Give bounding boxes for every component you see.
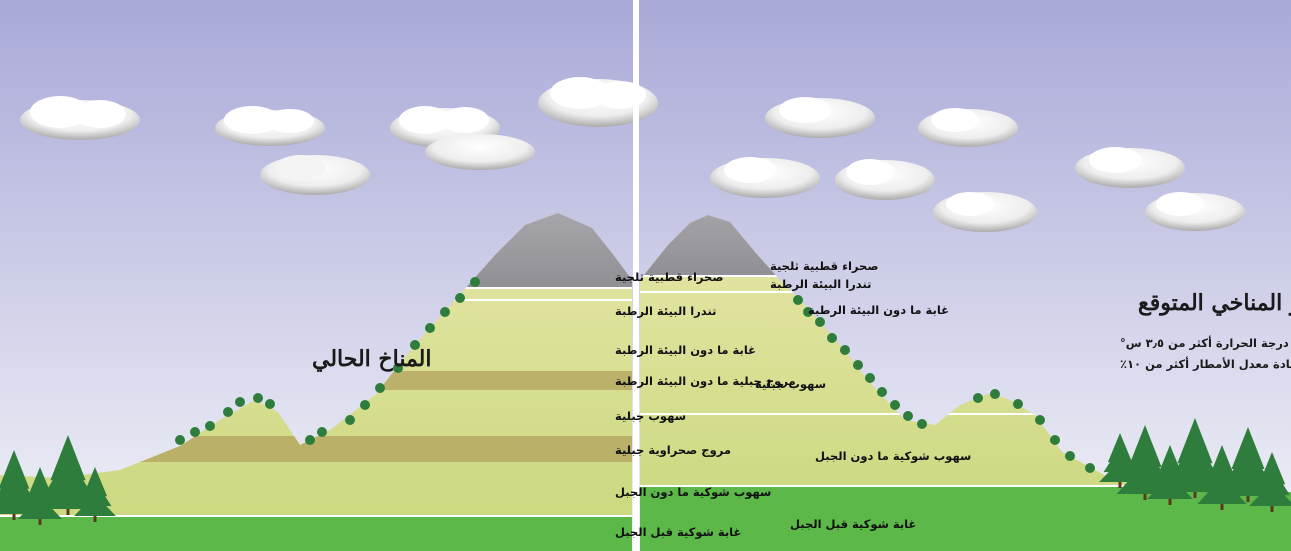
future-zone-label: غابة شوكية قبل الجبل <box>790 517 916 532</box>
shrub-icon <box>803 307 813 317</box>
temperature-note: ارتفاع درجة الحرارة أكثر من ٣٫٥ س° <box>1120 335 1291 350</box>
cloud <box>710 157 820 198</box>
shrub-icon <box>1085 463 1095 473</box>
shrub-icon <box>1065 451 1075 461</box>
future-zone-label: سهوب شوكية ما دون الجبل <box>815 449 971 464</box>
future-zone-label: سهوب جبلية <box>755 377 826 392</box>
current-zone-label: مروج صحراوية جبلية <box>615 443 731 458</box>
shrub-icon <box>1013 399 1023 409</box>
shrub-icon <box>305 435 315 445</box>
shrub-icon <box>317 427 327 437</box>
shrub-icon <box>890 400 900 410</box>
clouds <box>20 77 1245 232</box>
future-climate-title: التغير المناخي المتوقع <box>1138 290 1291 316</box>
shrub-icon <box>175 435 185 445</box>
current-zone-label: تندرا البيئة الرطبة <box>615 304 716 318</box>
shrub-icon <box>990 389 1000 399</box>
current-zone-label: صحراء قطبية ثلجية <box>615 270 723 284</box>
cloud <box>933 192 1037 232</box>
pine-tree-icon <box>74 467 116 522</box>
shrub-icon <box>877 387 887 397</box>
shrub-icon <box>1035 415 1045 425</box>
shrub-icon <box>1050 435 1060 445</box>
current-zone-label: مروج جبلية ما دون البيئة الرطبة <box>615 374 796 389</box>
panel-divider <box>633 0 639 551</box>
shrub-icon <box>455 293 465 303</box>
current-climate-title: المناخ الحالي <box>312 346 432 372</box>
cloud <box>1145 192 1245 231</box>
future-zone-label: غابة ما دون البيئة الرطبة <box>808 303 949 318</box>
cloud <box>425 134 535 170</box>
current-zone-label: سهوب شوكية ما دون الجبل <box>615 485 771 500</box>
shrub-icon <box>440 307 450 317</box>
cloud <box>835 159 935 200</box>
current-zone-label: غابة ما دون البيئة الرطبة <box>615 343 756 358</box>
shrub-icon <box>205 421 215 431</box>
shrub-icon <box>903 411 913 421</box>
trees <box>0 277 1291 525</box>
cloud <box>1075 147 1185 188</box>
shrub-icon <box>793 295 803 305</box>
shrub-icon <box>190 427 200 437</box>
shrub-icon <box>827 333 837 343</box>
shrub-icon <box>973 393 983 403</box>
future-zone-label: صحراء قطبية ثلجية <box>770 259 878 273</box>
cloud <box>538 77 658 127</box>
future-zone-label: تندرا البيئة الرطبة <box>770 277 871 291</box>
shrub-icon <box>410 340 420 350</box>
shrub-icon <box>345 415 355 425</box>
shrub-icon <box>253 393 263 403</box>
cloud <box>215 106 325 146</box>
shrub-icon <box>470 277 480 287</box>
shrub-icon <box>360 400 370 410</box>
current-zone-label: سهوب جبلية <box>615 409 686 424</box>
shrub-icon <box>815 317 825 327</box>
shrub-icon <box>375 383 385 393</box>
shrub-icon <box>223 407 233 417</box>
shrub-icon <box>917 419 927 429</box>
cloud <box>918 108 1018 147</box>
shrub-icon <box>265 399 275 409</box>
pine-tree-icon <box>1249 452 1291 512</box>
cloud <box>20 96 140 140</box>
rainfall-note: زيادة معدل الأمطار أكثر من ١٠٪ <box>1120 356 1291 371</box>
shrub-icon <box>853 360 863 370</box>
shrub-icon <box>425 323 435 333</box>
shrub-icon <box>840 345 850 355</box>
shrub-icon <box>235 397 245 407</box>
shrub-icon <box>393 363 403 373</box>
cloud <box>260 155 370 195</box>
shrub-icon <box>865 373 875 383</box>
current-zone-label: غابة شوكية قبل الجبل <box>615 525 741 540</box>
cloud <box>765 97 875 138</box>
